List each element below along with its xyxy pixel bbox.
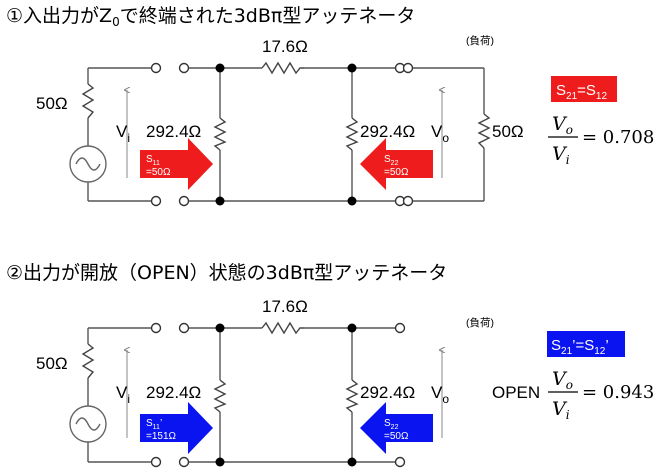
svg-text:S11: S11 bbox=[146, 154, 160, 167]
shunt-resistor-right-1 bbox=[345, 117, 359, 151]
svg-text:S21’=S12’: S21’=S12’ bbox=[551, 337, 609, 357]
s21-s12-badge-2: S21’=S12’ bbox=[547, 331, 625, 357]
series-resistor-2 bbox=[261, 321, 304, 335]
series-resistor-label-1: 17.6Ω bbox=[262, 37, 308, 56]
series-resistor-label-2: 17.6Ω bbox=[262, 297, 308, 316]
source-resistor-label-2: 50Ω bbox=[36, 354, 68, 373]
vi-label-2: Vi bbox=[116, 383, 130, 406]
load-note-2: (負荷) bbox=[466, 317, 494, 329]
svg-text:=50Ω: =50Ω bbox=[384, 167, 409, 178]
section-2-title: ②出力が開放（OPEN）状態の3dBπ型アッテネータ bbox=[6, 262, 447, 284]
source-resistor-label-1: 50Ω bbox=[36, 94, 68, 113]
s22-arrow-2: S22 =50Ω bbox=[360, 402, 433, 454]
s21-s12-badge-1: S21=S12 bbox=[551, 76, 617, 102]
shunt-right-label-1: 292.4Ω bbox=[360, 122, 415, 141]
junction-dots-1 bbox=[215, 63, 357, 206]
svg-text:S11’: S11’ bbox=[146, 418, 162, 431]
formula-1: Vo Vi = 0.708 bbox=[548, 113, 654, 167]
svg-text:=50Ω: =50Ω bbox=[384, 431, 409, 442]
series-resistor-1 bbox=[261, 61, 304, 75]
source-resistor-2 bbox=[81, 343, 95, 379]
shunt-resistor-right-2 bbox=[345, 379, 359, 413]
s11-prime-arrow-2: S11’ =151Ω bbox=[140, 402, 213, 454]
shunt-resistor-left-1 bbox=[213, 117, 227, 151]
svg-text:=151Ω: =151Ω bbox=[146, 431, 177, 442]
shunt-right-label-2: 292.4Ω bbox=[360, 383, 415, 402]
svg-text:Vi: Vi bbox=[552, 398, 570, 422]
voltage-source-2 bbox=[69, 405, 107, 443]
load-resistor-label-1: 50Ω bbox=[492, 122, 524, 141]
svg-text:= 0.943: = 0.943 bbox=[582, 382, 654, 403]
terminals-2 bbox=[150, 322, 406, 468]
load-resistor-1 bbox=[477, 113, 491, 149]
junction-dots-2 bbox=[215, 323, 357, 467]
shunt-resistor-left-2 bbox=[213, 379, 227, 413]
svg-text:S22: S22 bbox=[384, 418, 399, 431]
section-1-wires bbox=[87, 67, 485, 202]
svg-text:Vo: Vo bbox=[552, 113, 573, 137]
open-label-2: OPEN bbox=[492, 383, 540, 402]
svg-text:Vo: Vo bbox=[552, 368, 573, 392]
s11-arrow-1: S11 =50Ω bbox=[140, 138, 213, 190]
vi-label-1: Vi bbox=[116, 122, 130, 145]
svg-text:= 0.708: = 0.708 bbox=[582, 127, 654, 148]
vo-label-1: Vo bbox=[431, 122, 449, 145]
svg-text:S21=S12: S21=S12 bbox=[556, 82, 607, 102]
s22-arrow-1: S22 =50Ω bbox=[360, 138, 433, 190]
section-1: ①入出力がZ0で終端された3dBπ型アッテネータ bbox=[6, 5, 654, 207]
shunt-left-label-2: 292.4Ω bbox=[146, 383, 201, 402]
section-2: ②出力が開放（OPEN）状態の3dBπ型アッテネータ bbox=[6, 262, 654, 468]
formula-2: Vo Vi = 0.943 bbox=[548, 368, 654, 422]
shunt-left-label-1: 292.4Ω bbox=[146, 122, 201, 141]
svg-text:Vi: Vi bbox=[552, 143, 570, 167]
load-note-1: (負荷) bbox=[466, 35, 494, 47]
voltage-source-1 bbox=[69, 145, 107, 183]
svg-text:=50Ω: =50Ω bbox=[146, 167, 171, 178]
source-resistor-1 bbox=[81, 83, 95, 119]
section-1-title: ①入出力がZ0で終端された3dBπ型アッテネータ bbox=[6, 5, 415, 29]
vo-label-2: Vo bbox=[431, 383, 449, 406]
terminals-1 bbox=[150, 62, 414, 207]
svg-text:S22: S22 bbox=[384, 154, 399, 167]
section-2-wires bbox=[87, 327, 396, 463]
